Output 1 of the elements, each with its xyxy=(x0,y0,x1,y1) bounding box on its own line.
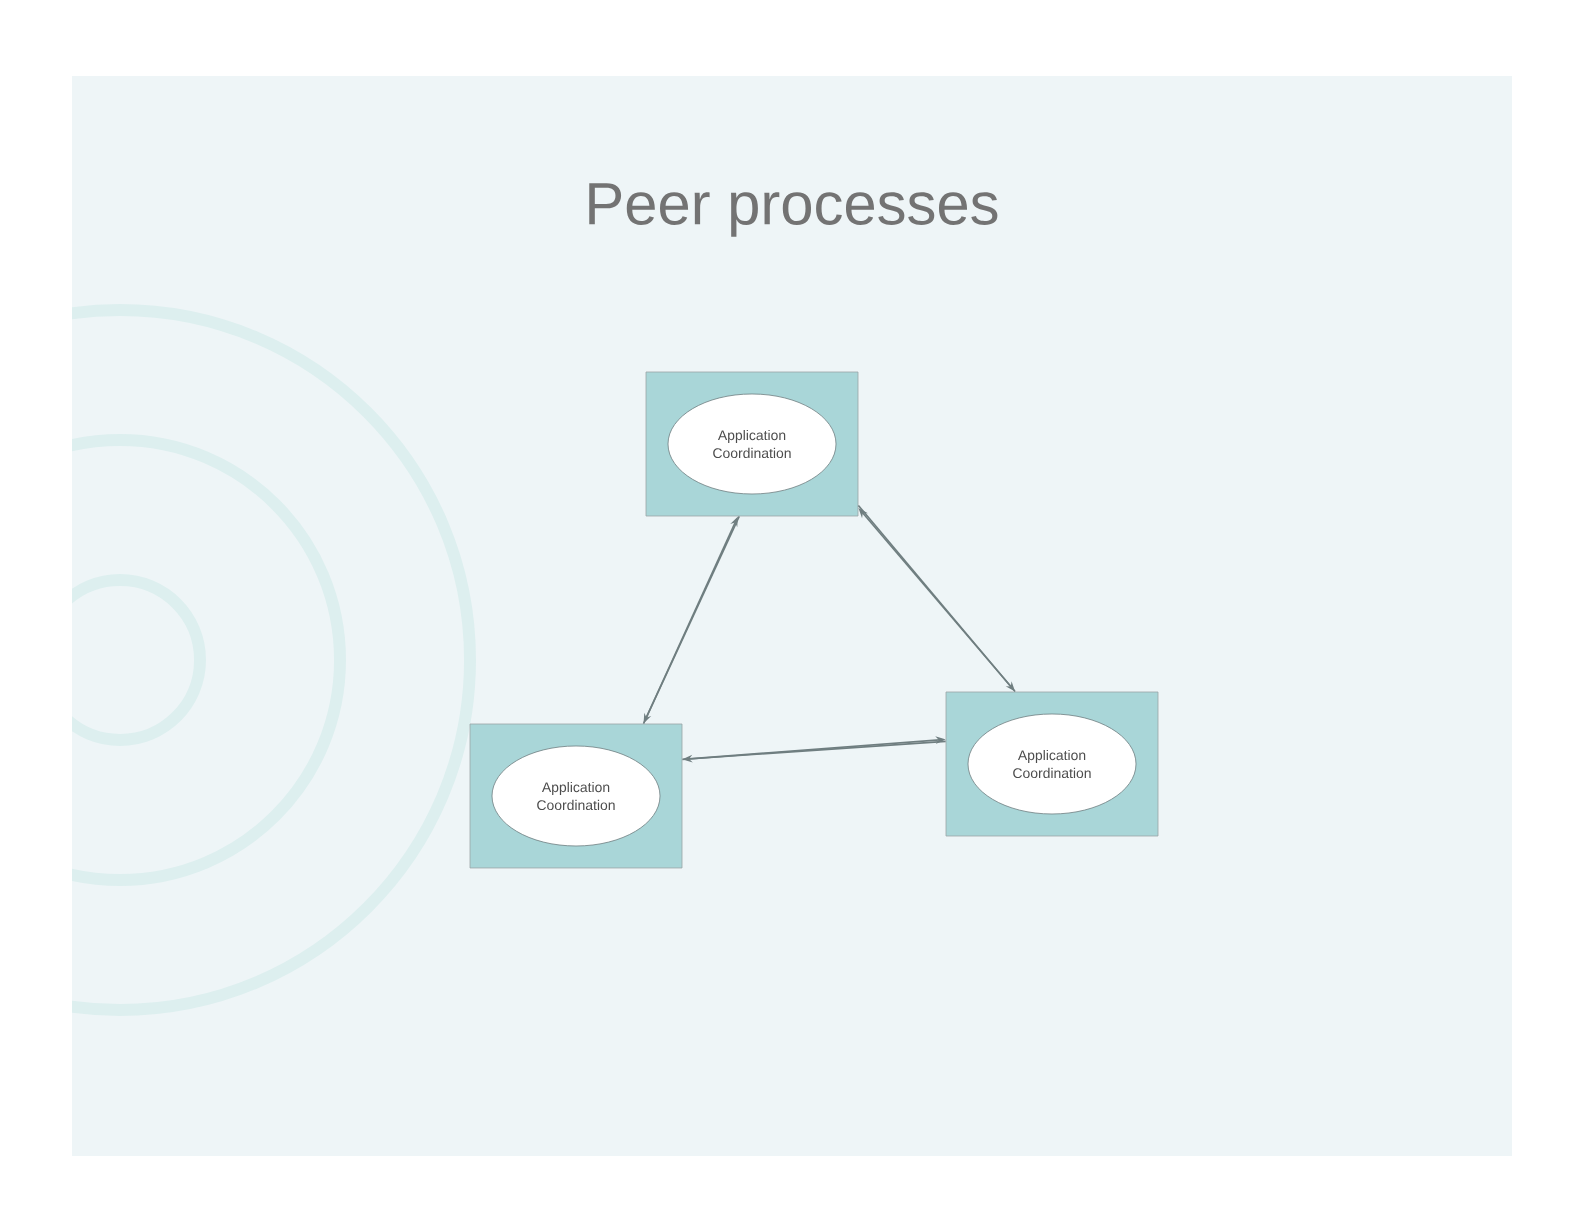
title: Peer processes xyxy=(589,183,998,237)
